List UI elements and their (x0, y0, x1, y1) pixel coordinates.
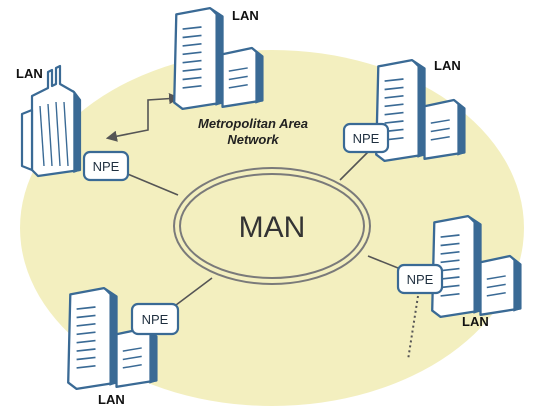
npe-label-right: NPE (407, 272, 434, 287)
man-label: MAN (239, 211, 306, 244)
lan-label-top-left: LAN (16, 66, 43, 81)
npe-right: NPE (396, 263, 444, 295)
lan-top: LAN (173, 6, 264, 111)
lan-label-top: LAN (232, 8, 259, 23)
lan-label-top-right: LAN (434, 58, 461, 73)
npe-label-top-left: NPE (93, 159, 120, 174)
lan-right: LAN NPE (396, 214, 522, 329)
lan-bottom-left: LAN NPE (67, 286, 180, 407)
lan-top-left: LAN NPE (16, 64, 130, 182)
npe-top-right: NPE (342, 122, 390, 154)
man-ring (173, 167, 371, 285)
npe-label-top-right: NPE (353, 131, 380, 146)
npe-top-left: NPE (82, 150, 130, 182)
office-building-icon (375, 58, 466, 163)
caption-line-1: Metropolitan Area (198, 116, 308, 131)
caption-line-2: Network (227, 132, 279, 147)
npe-bottom-left: NPE (130, 302, 180, 336)
lan-top-right: LAN NPE (342, 58, 466, 163)
office-building-icon (173, 6, 264, 111)
skyscraper-icon (20, 64, 82, 178)
npe-label-bottom-left: NPE (142, 312, 169, 327)
lan-label-bottom-left: LAN (98, 392, 125, 407)
link-top-right (339, 147, 373, 181)
lan-to-lan-arrow (105, 93, 181, 142)
dotted-link (407, 295, 419, 361)
lan-label-right: LAN (462, 314, 489, 329)
link-bottom-left (171, 277, 213, 309)
